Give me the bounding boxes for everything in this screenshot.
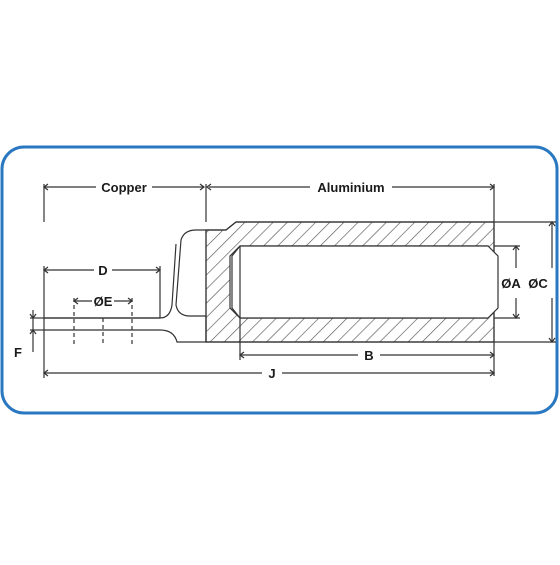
copper-label: Copper <box>101 180 147 195</box>
tick-e-right <box>127 297 133 305</box>
tick-j-right <box>489 369 495 377</box>
tick-f-bottom <box>29 329 37 335</box>
tick-copper-right <box>199 183 205 191</box>
tick-c-bottom <box>548 337 556 343</box>
aluminium-label: Aluminium <box>317 180 384 195</box>
tick-copper-left <box>43 183 49 191</box>
tick-c-top <box>548 221 556 227</box>
j-label: J <box>268 366 275 381</box>
tick-aluminium-right <box>489 183 495 191</box>
tick-j-left <box>43 369 49 377</box>
f-label: F <box>14 345 22 360</box>
tick-a-bottom <box>512 313 520 319</box>
b-label: B <box>364 348 373 363</box>
tick-e-left <box>73 297 79 305</box>
tick-d-left <box>43 266 49 274</box>
tick-aluminium-left <box>206 183 212 191</box>
tick-a-top <box>512 245 520 251</box>
c-label: ØC <box>528 276 548 291</box>
tick-b-right <box>489 351 495 359</box>
tick-f-top <box>29 313 37 319</box>
e-label: ØE <box>94 294 113 309</box>
bore-outline <box>231 245 499 319</box>
a-label: ØA <box>501 276 521 291</box>
tick-b-left <box>239 351 245 359</box>
d-label: D <box>98 263 107 278</box>
tick-d-right <box>155 266 161 274</box>
